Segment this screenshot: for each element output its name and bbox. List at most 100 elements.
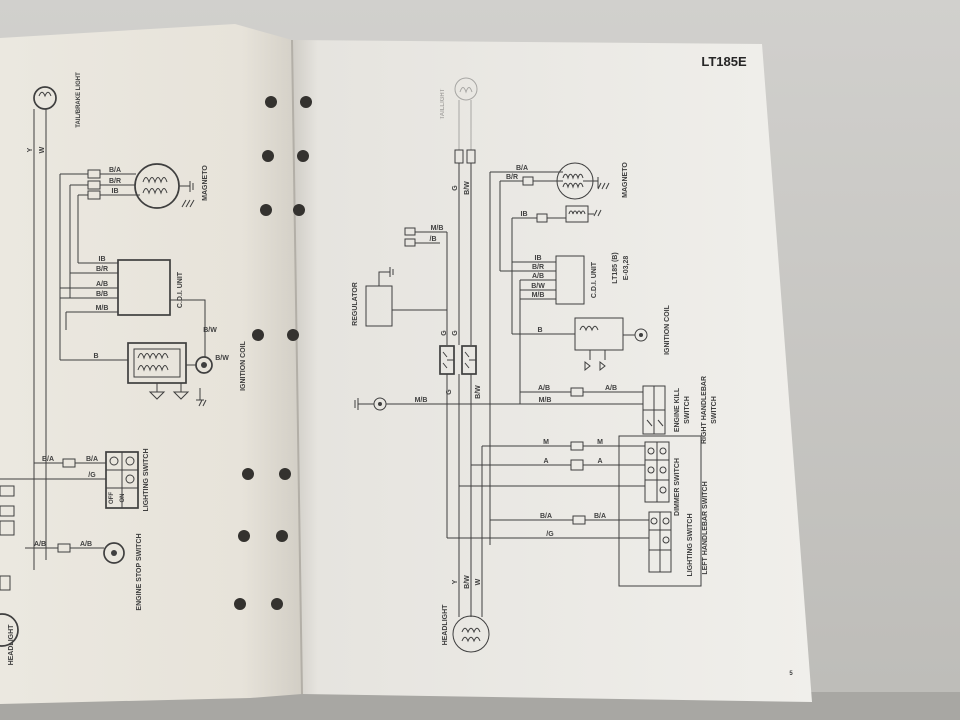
dimmer-connector xyxy=(570,459,584,471)
wire-label: IB xyxy=(535,255,542,262)
headlight-symbol xyxy=(452,615,490,653)
lighting-switch-symbol xyxy=(62,451,139,509)
left-page-diagram: TAIL/BRAKE LIGHT Y W B/A B/R IB MAGNETO … xyxy=(0,72,247,666)
ignition-coil-label: IGNITION COIL xyxy=(240,340,247,391)
switch-contact xyxy=(650,517,658,525)
ground-icon xyxy=(148,383,207,407)
headlight-label: HEADLIGHT xyxy=(442,604,449,646)
taillight-connector xyxy=(466,149,476,164)
magneto-connector xyxy=(87,180,101,190)
cdi-unit-box xyxy=(117,259,171,316)
aux-connector xyxy=(404,227,416,236)
wire-label: B/A xyxy=(109,167,121,174)
wire-label: G xyxy=(441,330,448,336)
punch-hole xyxy=(234,598,246,610)
wire-label: G xyxy=(446,389,453,395)
switch-contact xyxy=(659,466,667,474)
right-page xyxy=(292,40,812,702)
wire-label: A/B xyxy=(538,385,550,392)
dimmer-switch-label: DIMMER SWITCH xyxy=(674,458,681,516)
wire-label: B/A xyxy=(86,456,98,463)
wire-label: M/B xyxy=(96,305,109,312)
binder-holes xyxy=(234,96,312,610)
regulator-label: REGULATOR xyxy=(352,282,359,326)
stop-switch-connector xyxy=(57,543,71,553)
wire-label: B/B xyxy=(96,291,108,298)
regulator-symbol xyxy=(365,267,394,327)
ignition-coil-label: IGNITION COIL xyxy=(664,304,671,355)
wire-label: B/R xyxy=(109,178,121,185)
punch-hole xyxy=(271,598,283,610)
tail-brake-bulb xyxy=(33,86,57,110)
taillight-bulb xyxy=(454,77,478,101)
taillight-filament xyxy=(458,87,473,150)
punch-hole xyxy=(297,150,309,162)
wire-label: B/A xyxy=(516,165,528,172)
wire-label: /G xyxy=(88,472,96,479)
headlight-bulb xyxy=(452,615,490,653)
edge-connector xyxy=(0,485,15,497)
punch-hole xyxy=(276,530,288,542)
tail-brake-light-label: TAIL/BRAKE LIGHT xyxy=(76,72,82,128)
wire-label: B xyxy=(537,327,542,334)
lighting-switch-grid xyxy=(106,452,138,508)
ignition-coil-symbol xyxy=(574,317,648,372)
cdi-unit-label: C.D.I. UNIT xyxy=(177,271,184,308)
engine-stop-switch-label: ENGINE STOP SWITCH xyxy=(136,533,143,610)
headlight-filament xyxy=(461,627,481,643)
magneto-coil xyxy=(556,171,598,189)
ignition-coil-symbol xyxy=(127,342,213,407)
wire-label: B/W xyxy=(203,327,217,334)
cdi-unit-box xyxy=(555,255,585,305)
pickup-coil-winding xyxy=(568,210,586,215)
right-handlebar-switch-label: RIGHT HANDLEBAR xyxy=(701,376,708,444)
right-handlebar-switch-label: SWITCH xyxy=(711,396,718,424)
wire-label: M xyxy=(597,439,603,446)
wire-label: A/B xyxy=(80,541,92,548)
wire-label: Y xyxy=(27,147,34,152)
magneto-symbol xyxy=(556,162,610,200)
spark-plug-icon xyxy=(195,356,213,374)
punch-hole xyxy=(238,530,250,542)
pickup-coil-symbol xyxy=(565,205,602,223)
tail-brake-light-symbol xyxy=(33,86,57,112)
magneto-label: MAGNETO xyxy=(202,165,209,201)
switch-contact xyxy=(659,447,667,455)
wire-label: A xyxy=(597,458,602,465)
junction-blocks xyxy=(439,345,477,375)
wire-label: B/A xyxy=(594,513,606,520)
page-spine xyxy=(291,39,303,695)
model-note: LT185 (B) xyxy=(612,252,619,283)
ground-icon xyxy=(378,267,394,286)
wire-label: M/B xyxy=(431,225,444,232)
wire-label: B/W xyxy=(215,355,229,362)
switch-contact xyxy=(647,447,655,455)
headlight-label: HEADLIGHT xyxy=(8,624,15,666)
tail-brake-filament xyxy=(33,91,52,112)
magneto-connector xyxy=(522,176,534,186)
ground-icon xyxy=(354,398,374,410)
wire-label: M/B xyxy=(415,397,428,404)
dimmer-connector xyxy=(570,441,584,451)
edge-connectors xyxy=(0,485,15,591)
edge-connector xyxy=(0,520,15,536)
magneto-label: MAGNETO xyxy=(622,162,629,198)
ignition-coil-body xyxy=(574,317,624,351)
wiring-harness xyxy=(386,163,649,617)
stop-switch-core xyxy=(111,550,117,556)
wire-label: B/R xyxy=(96,266,108,273)
wire-label: A/B xyxy=(96,281,108,288)
region-note: E-03,28 xyxy=(623,256,630,281)
stop-switch-body xyxy=(103,542,125,564)
wire-label: /G xyxy=(546,531,554,538)
ground-icon xyxy=(584,360,606,372)
wire-label: G xyxy=(452,330,459,336)
ignition-coil-winding xyxy=(137,353,196,372)
punch-hole xyxy=(262,150,274,162)
page-header-model: LT185E xyxy=(701,54,747,69)
wire-label: M xyxy=(543,439,549,446)
wire-label: /B xyxy=(430,236,437,243)
switch-contact xyxy=(125,474,135,484)
wire-label: B/W xyxy=(475,385,482,399)
